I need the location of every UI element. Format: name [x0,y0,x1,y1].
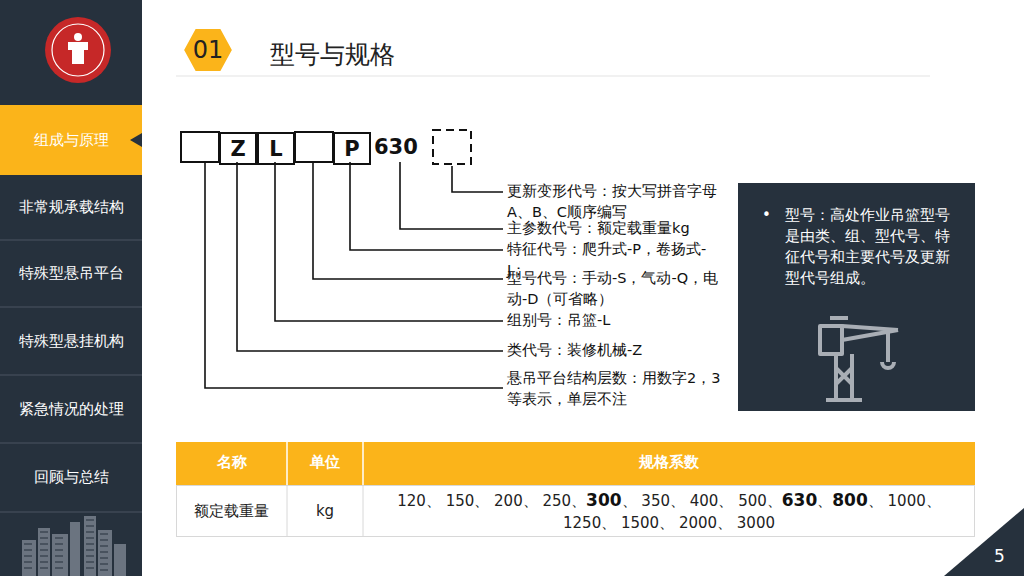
node-text: L [269,137,282,161]
logo-figure [68,42,88,64]
dashed-cell [433,130,471,164]
table-cell: kg [287,502,363,520]
table-cell: 额定载重量 [176,502,287,521]
table-header: 名称 [176,453,287,472]
table-header-dividers [287,442,363,485]
code-description: 组别号：吊篮-L [507,310,722,331]
leader-lines [205,162,503,388]
page-corner: 5 [944,508,1024,576]
section-hexagon: 01 [182,26,234,74]
node-text: 回顾与总结 [34,468,109,487]
code-figure-ground [176,121,737,411]
table-grid [177,485,975,537]
node-text: 特殊型悬吊平台 [19,264,124,283]
menu-item-active: 组成与原理 [0,105,142,175]
spec-value: 、 [817,492,832,510]
corner-triangle [944,508,1024,576]
title-rule [176,76,930,77]
spec-value: 630 [782,490,818,510]
node-text: 非常规承载结构 [19,198,124,217]
node-text: Z [230,137,245,161]
info-panel: • 型号：高处作业吊篮型号是由类、组、型代号、特征代号和主要代号及更新型代号组成。 [738,183,975,313]
menu-separators [0,240,142,512]
menu-item: 特殊型悬吊平台 [0,240,142,307]
sidebar [0,0,142,576]
spec-value: 300 [586,490,622,510]
menu-item: 回顾与总结 [0,443,142,512]
menu-item: 非常规承载结构 [0,175,142,240]
node-text: 紧急情况的处理 [19,400,124,419]
logo [45,17,111,83]
info-panel-ground [738,183,975,411]
node-text: 型号：高处作业吊篮型号是由类、组、型代号、特征代号和主要代号及更新型代号组成。 [785,205,963,289]
code-cell: L [257,132,295,165]
code-description: 更新变形代号：按大写拼音字母A、B、C顺序编写 [507,181,722,223]
spec-value: 、 350、 400、 500、 [622,492,782,510]
active-arrow [128,133,142,147]
code-cell: P [333,132,371,165]
slide-title: 型号与规格 [270,38,395,71]
spec-value: 120、 150、 200、 250、 [397,492,586,510]
table-cell: 120、 150、 200、 250、300、 350、 400、 500、63… [372,489,966,534]
code-description: 悬吊平台结构层数：用数字2，3等表示，单层不注 [507,368,722,410]
code-description: 型号代号：手动-S，气动-Q，电动-D（可省略） [507,268,722,310]
logo-head [74,33,82,41]
node-text: 5 [994,546,1005,566]
menu-item: 特殊型悬挂机构 [0,307,142,375]
code-description: 主参数代号：额定载重量kg [507,218,722,239]
skyline-windows [24,520,108,570]
table-header: 规格系数 [363,453,975,472]
node-text: 特殊型悬挂机构 [19,332,124,351]
node-text: P [344,137,359,161]
code-number: 630 [374,132,430,162]
logo-ring [52,24,104,76]
table-header: 单位 [287,453,363,472]
node-text: 01 [193,36,224,64]
code-cell: Z [219,132,257,165]
menu-item: 紧急情况的处理 [0,375,142,443]
code-description: 类代号：装修机械-Z [507,340,722,361]
bullet: • [762,205,771,226]
crane-icon [820,318,898,400]
spec-value: 800 [832,490,868,510]
table-header-ground [176,442,975,485]
node-text: 组成与原理 [34,131,109,150]
skyline [22,516,126,576]
